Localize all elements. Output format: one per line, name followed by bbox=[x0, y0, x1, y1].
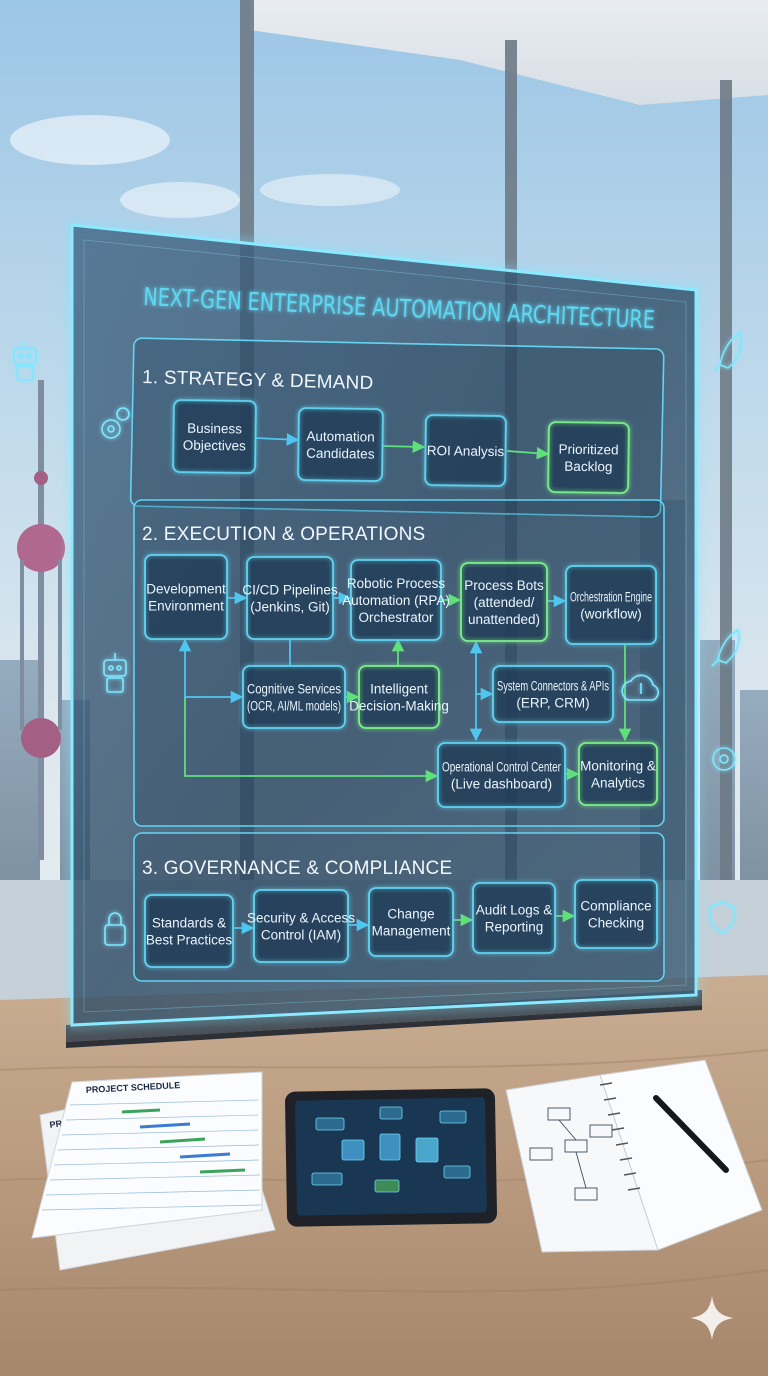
node-label: Orchestration Engine bbox=[570, 590, 652, 605]
node-operational-control-center: Operational Control Center (Live dashboar… bbox=[438, 743, 565, 807]
node-monitoring-analytics: Monitoring & Analytics bbox=[579, 743, 657, 805]
node-box bbox=[173, 400, 256, 473]
node-label: Environment bbox=[148, 599, 224, 614]
node-box bbox=[473, 883, 555, 953]
node-label: Monitoring & bbox=[580, 759, 656, 774]
node-label: (OCR, AI/ML models) bbox=[247, 699, 341, 714]
node-label: Automation bbox=[306, 429, 374, 445]
node-label: Change bbox=[387, 907, 434, 922]
node-label: Reporting bbox=[485, 920, 544, 935]
node-box bbox=[298, 408, 383, 481]
node-label: Backlog bbox=[564, 459, 612, 475]
node-label: Prioritized bbox=[559, 442, 619, 458]
node-label: ROI Analysis bbox=[427, 443, 505, 459]
node-box bbox=[145, 895, 233, 967]
node-standards-best-practices: Standards & Best Practices bbox=[145, 895, 233, 967]
node-label: Analytics bbox=[591, 776, 645, 791]
node-label: Candidates bbox=[306, 446, 375, 462]
node-label: Compliance bbox=[580, 899, 651, 914]
node-label: Operational Control Center bbox=[442, 760, 561, 775]
node-orchestration-engine: Orchestration Engine (workflow) bbox=[566, 566, 656, 644]
node-label: (attended/ bbox=[474, 595, 535, 610]
node-cicd-pipelines: CI/CD Pipelines (Jenkins, Git) bbox=[242, 557, 338, 639]
node-label: Audit Logs & bbox=[476, 903, 553, 918]
node-label: Automation (RPA) bbox=[342, 593, 450, 608]
node-label: Decision-Making bbox=[349, 699, 449, 714]
node-box bbox=[247, 557, 333, 639]
tablet bbox=[285, 1088, 497, 1227]
node-label: Objectives bbox=[183, 438, 246, 454]
node-system-connectors: System Connectors & APIs (ERP, CRM) bbox=[493, 666, 613, 722]
node-box bbox=[369, 888, 453, 956]
node-box bbox=[548, 422, 629, 493]
node-label: (Jenkins, Git) bbox=[250, 600, 330, 615]
node-label: Business bbox=[187, 421, 242, 437]
node-box bbox=[145, 555, 227, 639]
node-change-management: ChangeManagement bbox=[369, 888, 453, 956]
node-audit-logs-reporting: Audit Logs & Reporting bbox=[473, 883, 555, 953]
node-label: unattended) bbox=[468, 612, 540, 627]
section-2-title: 2. EXECUTION & OPERATIONS bbox=[142, 524, 425, 545]
section-3-title: 3. GOVERNANCE & COMPLIANCE bbox=[142, 858, 452, 879]
node-label: Development bbox=[146, 582, 226, 597]
node-box bbox=[566, 566, 656, 644]
node-label: (ERP, CRM) bbox=[516, 696, 589, 711]
node-box bbox=[254, 890, 348, 962]
node-box bbox=[575, 880, 657, 948]
node-box bbox=[579, 743, 657, 805]
node-label: System Connectors & APIs bbox=[497, 679, 609, 694]
node-roi-analysis: ROI Analysis bbox=[425, 415, 506, 486]
node-box bbox=[493, 666, 613, 722]
node-cognitive-services: Cognitive Services (OCR, AI/ML models) bbox=[243, 666, 345, 728]
node-label: Standards & bbox=[152, 916, 226, 931]
node-label: Intelligent bbox=[370, 682, 428, 697]
node-box bbox=[438, 743, 565, 807]
node-process-bots: Process Bots (attended/unattended) bbox=[461, 563, 547, 641]
node-label: Cognitive Services bbox=[247, 682, 341, 697]
node-label: Best Practices bbox=[146, 933, 233, 948]
node-label: Security & Access bbox=[247, 911, 355, 926]
node-label: Orchestrator bbox=[358, 610, 434, 625]
node-box bbox=[359, 666, 439, 728]
node-label: Management bbox=[372, 924, 451, 939]
arrow-candidates-roi bbox=[383, 446, 424, 447]
node-label: CI/CD Pipelines bbox=[242, 583, 338, 598]
node-label: (Live dashboard) bbox=[451, 777, 552, 792]
node-label: Process Bots bbox=[464, 578, 544, 593]
node-label: (workflow) bbox=[580, 607, 642, 622]
node-label: Checking bbox=[588, 916, 644, 931]
node-label: Control (IAM) bbox=[261, 928, 341, 943]
node-label: Robotic Process bbox=[347, 576, 446, 591]
node-box bbox=[243, 666, 345, 728]
